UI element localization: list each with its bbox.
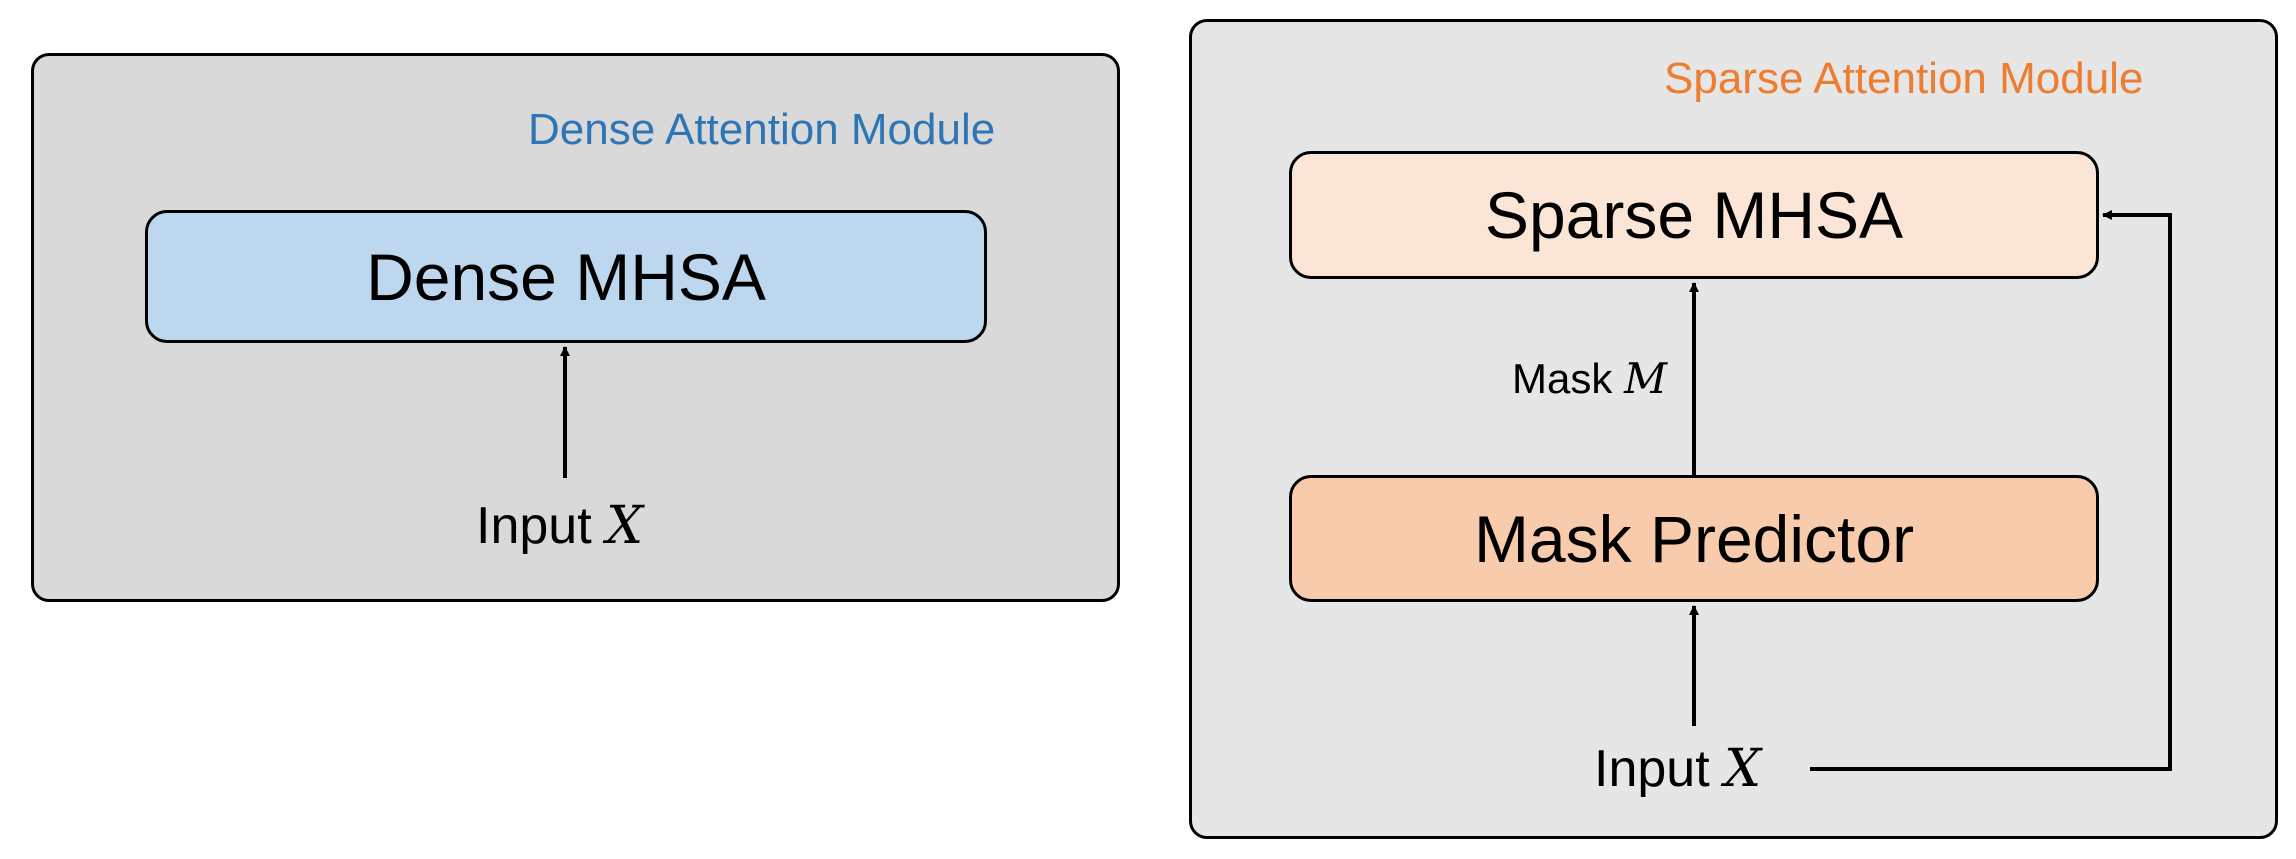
mask-predictor-block: Mask Predictor — [1289, 475, 2099, 602]
dense-input-label: Input X — [476, 500, 643, 552]
mask-label: Mask M — [1512, 358, 1667, 400]
dense-mhsa-block: Dense MHSA — [145, 210, 987, 343]
sparse-input-var: X — [1724, 739, 1762, 799]
sparse-input-label: Input X — [1594, 743, 1761, 795]
mask-var: M — [1624, 354, 1668, 403]
dense-input-text: Input — [476, 497, 592, 555]
dense-input-var: X — [606, 496, 644, 556]
skip-connection-arrow — [1810, 210, 2172, 771]
mask-text: Mask — [1512, 355, 1613, 402]
sparse-panel-title: Sparse Attention Module — [1664, 54, 2144, 103]
dense-panel-title: Dense Attention Module — [528, 105, 996, 154]
sparse-input-text: Input — [1594, 740, 1710, 798]
sparse-mhsa-block: Sparse MHSA — [1289, 151, 2099, 279]
